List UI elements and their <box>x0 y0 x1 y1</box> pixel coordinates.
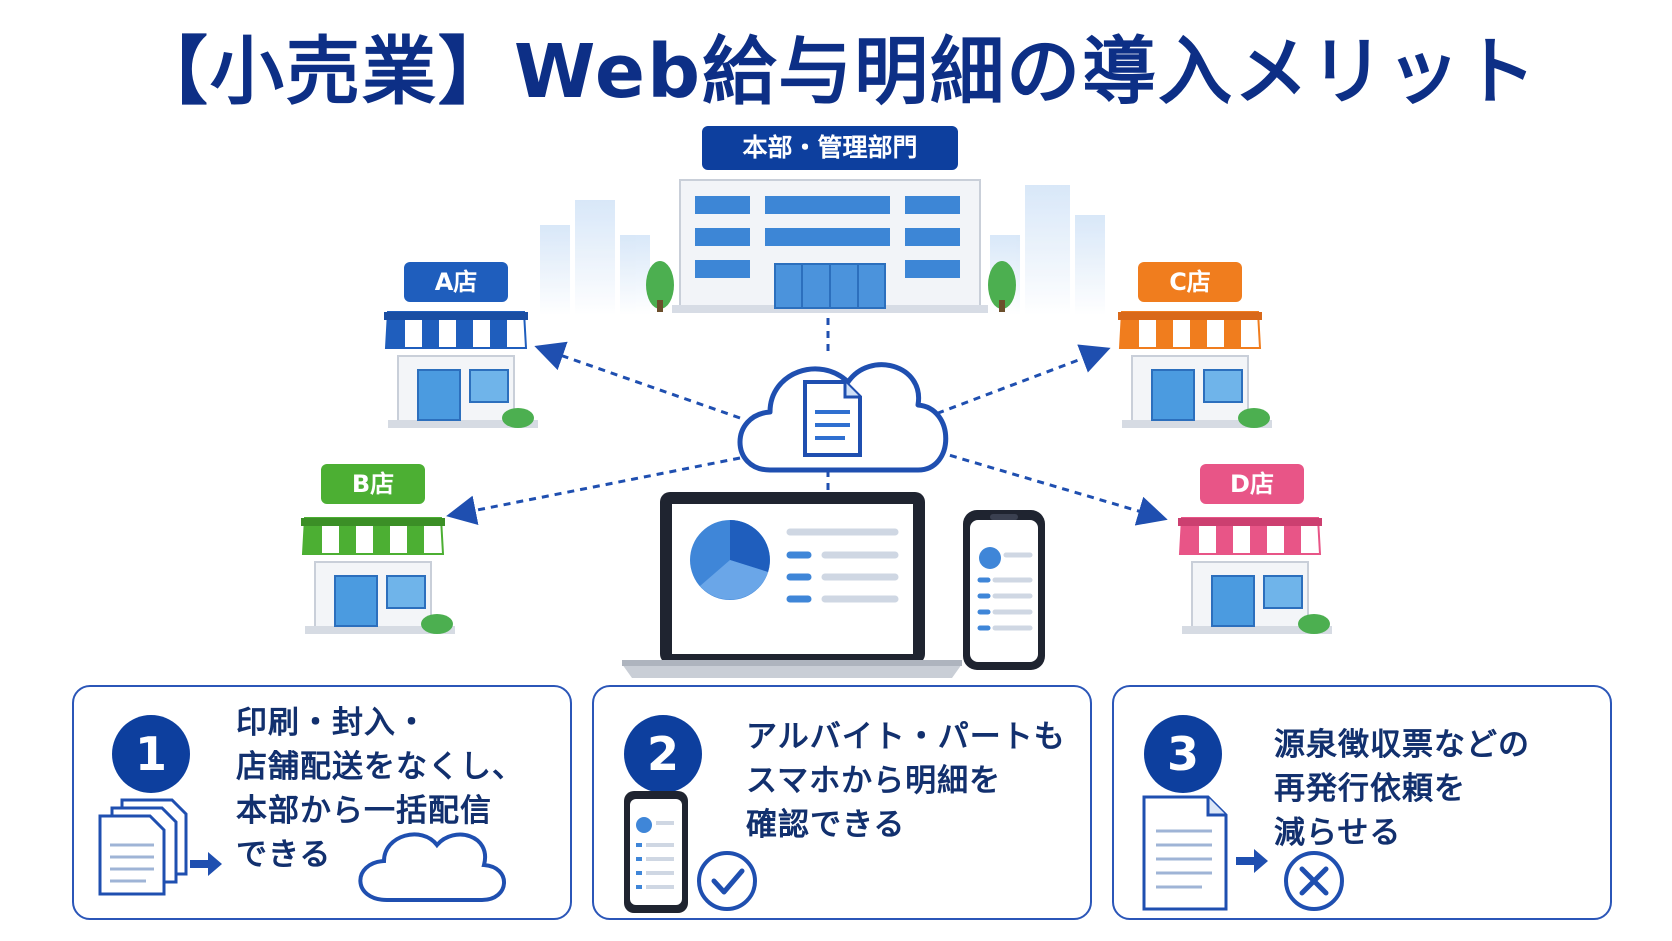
store-a-icon <box>384 311 538 428</box>
store-c-icon <box>1118 311 1272 428</box>
hq-label: 本部・管理部門 <box>702 126 958 170</box>
benefit-card-3: 3 源泉徴収票などの 再発行依頼を 減らせる <box>1112 685 1612 920</box>
benefit-2-illustration <box>624 791 757 913</box>
store-c-label: C店 <box>1138 262 1242 302</box>
benefit-number-1: 1 <box>112 715 190 793</box>
hq-building-icon <box>646 179 1016 313</box>
arrow-right-icon <box>1236 849 1268 873</box>
connection-lines <box>446 318 1168 526</box>
store-d-label: D店 <box>1200 464 1304 504</box>
page-title: 【小売業】Web給与明細の導入メリット <box>133 29 1539 115</box>
benefit-number-2: 2 <box>624 715 702 793</box>
smartphone-icon <box>963 510 1045 670</box>
benefit-card-1: 1 印刷・封入・ 店舗配送をなくし、 本部から一括配信 できる <box>72 685 572 920</box>
benefit-card-2: 2 アルバイト・パートも スマホから明細を 確認できる <box>592 685 1092 920</box>
document-icon <box>1142 795 1228 911</box>
store-a-label: A店 <box>404 262 508 302</box>
check-circle-icon <box>697 851 757 911</box>
store-b-label: B店 <box>321 464 425 504</box>
laptop-dashboard-icon <box>622 492 962 678</box>
cloud-icon <box>358 832 506 902</box>
benefit-text-1: 印刷・封入・ 店舗配送をなくし、 本部から一括配信 できる <box>236 705 524 873</box>
benefit-1-illustration <box>98 798 506 902</box>
store-b-icon <box>301 517 455 634</box>
benefit-number-3: 3 <box>1144 715 1222 793</box>
arrow-right-icon <box>190 852 222 876</box>
cloud-document-icon <box>737 362 949 473</box>
smartphone-icon <box>624 791 688 913</box>
cross-circle-icon <box>1284 851 1344 911</box>
benefit-3-illustration <box>1142 795 1344 911</box>
store-d-icon <box>1178 517 1332 634</box>
benefit-text-3: 源泉徴収票などの 再発行依頼を 減らせる <box>1274 727 1530 851</box>
benefit-text-2: アルバイト・パートも スマホから明細を 確認できる <box>746 719 1066 843</box>
